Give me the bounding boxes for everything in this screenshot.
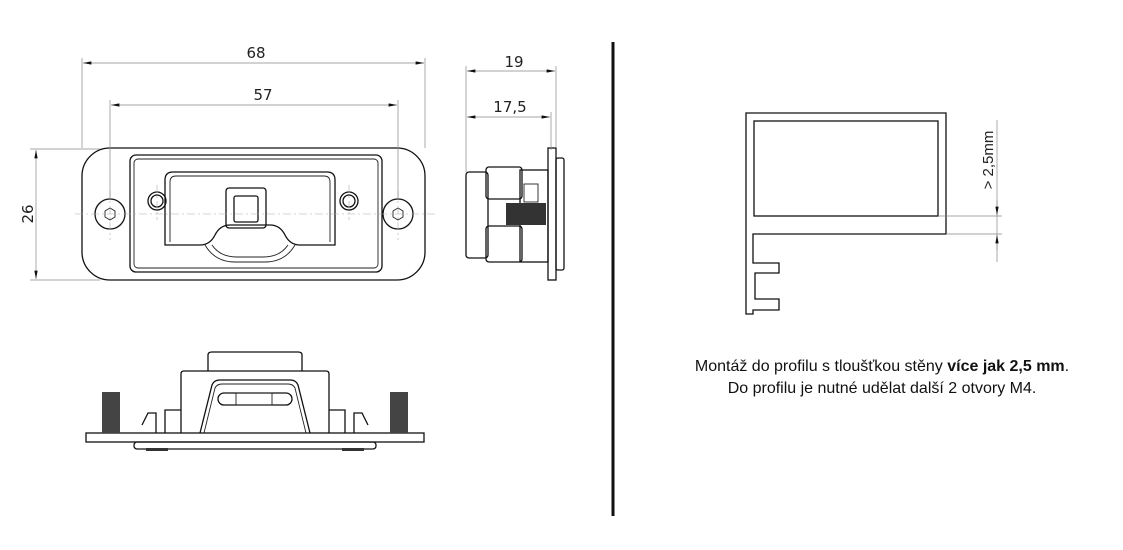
note-text: Montáž do profilu s tloušťkou stěny (694, 358, 948, 375)
side-view: 19 17,5 (465, 53, 565, 281)
note-bold-text: více jak 2,5 mm (947, 358, 1065, 375)
svg-text:17,5: 17,5 (493, 98, 526, 116)
bottom-view (85, 351, 425, 451)
svg-text:57: 57 (253, 86, 272, 104)
svg-text:26: 26 (19, 204, 37, 223)
svg-text:> 2,5mm: > 2,5mm (980, 131, 997, 190)
dimension-57: 57 (109, 86, 399, 200)
dimension-26: 26 (19, 148, 100, 281)
svg-text:19: 19 (504, 53, 523, 71)
profile-section: > 2,5mm (745, 112, 1002, 315)
front-view (75, 147, 435, 281)
mounting-note-line1: Montáž do profilu s tloušťkou stěny více… (612, 358, 1123, 376)
note-suffix: . (1064, 358, 1070, 375)
dimension-68: 68 (81, 44, 426, 148)
svg-text:68: 68 (246, 44, 265, 62)
mounting-note-line2: Do profilu je nutné udělat další 2 otvor… (727, 380, 1037, 397)
